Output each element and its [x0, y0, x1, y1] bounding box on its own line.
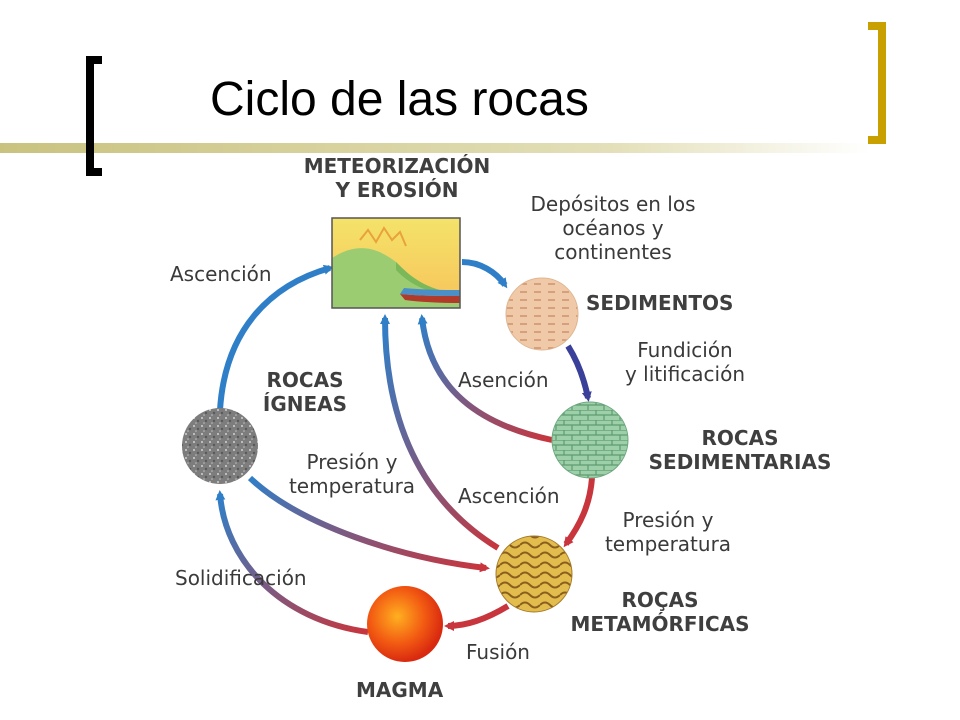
magma-label: MAGMA — [356, 678, 444, 702]
left-bracket — [86, 56, 102, 176]
process-fusion-litification: Fundición y litificación — [624, 338, 746, 386]
right-bracket — [868, 22, 886, 144]
arrow-metamorphic-to-magma — [444, 603, 510, 631]
sedimentary-rocks-icon — [551, 401, 629, 479]
accent-bar — [0, 143, 870, 153]
arrow-sedimentary-to-metamorphic — [563, 477, 595, 548]
arrow-magma-to-igneous — [215, 490, 369, 635]
arrow-igneous-to-metamorphic — [247, 475, 490, 573]
weathering-landscape-image — [331, 217, 461, 309]
process-ascension-lower: Ascención — [458, 484, 560, 508]
magma-icon — [367, 586, 443, 662]
igneous-rocks-icon — [182, 408, 258, 484]
sediments-label: SEDIMENTOS — [586, 291, 734, 315]
arrow-ascension-igneous-to-weathering — [217, 264, 334, 411]
arrow-metamorphic-ascension — [380, 314, 500, 551]
process-pressure-temperature-right: Presión y temperatura — [604, 508, 732, 556]
metamorphic-rocks-icon — [495, 535, 573, 613]
arrow-weathering-to-sediments — [461, 259, 508, 289]
sediments-icon — [505, 277, 579, 351]
slide-title: Ciclo de las rocas — [210, 73, 589, 126]
sedimentary-rocks-label: ROCAS SEDIMENTARIAS — [648, 426, 832, 474]
process-fusion: Fusión — [466, 640, 530, 664]
metamorphic-rocks-label: ROÇAS METAMÓRFICAS — [570, 588, 750, 636]
process-pressure-temperature-left: Presión y temperatura — [288, 450, 416, 498]
weathering-label: METEORIZACIÓN Y EROSIÓN — [303, 154, 491, 202]
process-asencion-middle: Asención — [458, 368, 549, 392]
igneous-rocks-label: ROCAS ÍGNEAS — [262, 368, 348, 416]
arrow-sedimentary-ascension — [417, 314, 553, 443]
deposits-label: Depósitos en los océanos y continentes — [530, 192, 696, 264]
process-ascension-left: Ascención — [170, 262, 272, 286]
arrow-sediments-to-sedimentary — [565, 344, 592, 402]
process-solidification: Solidificación — [175, 566, 307, 590]
